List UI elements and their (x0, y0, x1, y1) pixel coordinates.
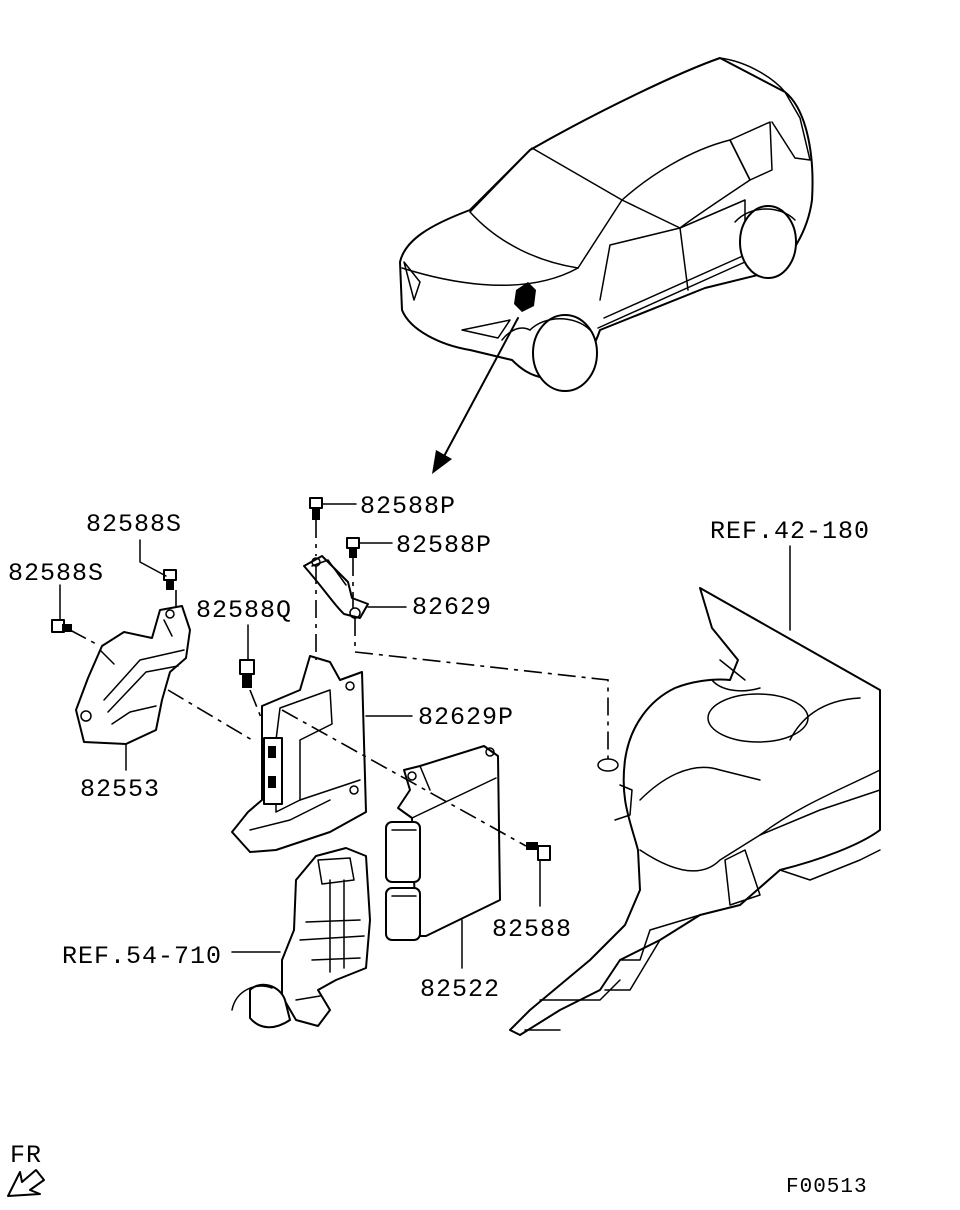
leader-lines (59, 503, 541, 969)
floor-panel (509, 587, 881, 1036)
cover-82553 (75, 605, 191, 745)
bolt-82588S-lower (51, 619, 72, 633)
label-ref-42-180: REF.42-180 (710, 517, 870, 546)
bolt-82588P-upper (309, 497, 323, 520)
panel-hole (597, 758, 619, 772)
front-label: FR (10, 1141, 42, 1170)
label-82588S-upper: 82588S (86, 510, 182, 539)
location-arrow (432, 317, 519, 474)
vehicle-outline (399, 57, 814, 392)
bolt-82588P-lower (346, 537, 360, 558)
label-82553: 82553 (80, 775, 160, 804)
bolt-82588Q (239, 659, 255, 688)
label-82588S-lower: 82588S (8, 559, 104, 588)
bolt-82588 (526, 842, 551, 861)
ecu-82522 (385, 745, 501, 941)
fr-arrow-icon (7, 1169, 45, 1197)
label-ref-54-710: REF.54-710 (62, 942, 222, 971)
label-82522: 82522 (420, 975, 500, 1004)
label-82588: 82588 (492, 915, 572, 944)
label-82629P: 82629P (418, 703, 514, 732)
figure-number: F00513 (786, 1176, 868, 1199)
bracket-82629 (303, 555, 369, 619)
harness-connector (231, 847, 371, 1029)
assembly-lines (69, 520, 609, 847)
label-82588P-lower: 82588P (396, 531, 492, 560)
label-82629: 82629 (412, 593, 492, 622)
label-82588Q: 82588Q (196, 596, 292, 625)
bracket-82629P (231, 655, 367, 853)
bolt-82588S-upper (163, 569, 177, 590)
label-82588P-upper: 82588P (360, 492, 456, 521)
